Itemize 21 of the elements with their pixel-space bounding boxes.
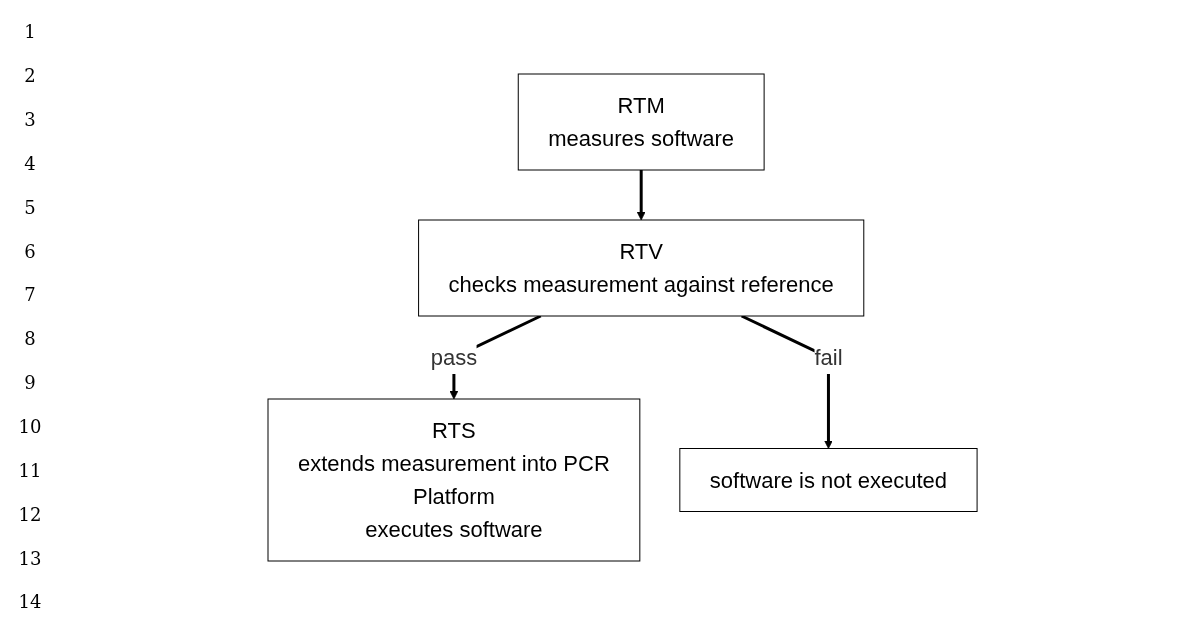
node-box: RTS extends measurement into PCR Platform executes software <box>267 398 641 561</box>
line-number: 10 <box>18 416 42 437</box>
arrow <box>637 169 647 220</box>
node-box: RTV checks measurement against reference <box>418 219 865 316</box>
line-number: 2 <box>24 65 36 87</box>
line-number: 7 <box>24 284 36 306</box>
line-number: 1 <box>24 21 36 43</box>
node-box: software is not executed <box>679 447 979 512</box>
line-number: 6 <box>24 240 36 262</box>
edge-label: pass <box>431 344 478 370</box>
line-number: 9 <box>24 372 36 394</box>
line-number: 3 <box>24 109 36 131</box>
line-number: 8 <box>24 328 36 350</box>
line-number: 12 <box>18 503 42 525</box>
line-number: 14 <box>18 591 42 613</box>
line-number: 13 <box>18 547 42 569</box>
edge-label: fail <box>814 344 843 370</box>
line-number: 4 <box>24 152 36 174</box>
node-box: RTM measures software <box>518 73 766 170</box>
line-number: 11 <box>18 459 42 481</box>
line-number: 5 <box>24 196 36 218</box>
